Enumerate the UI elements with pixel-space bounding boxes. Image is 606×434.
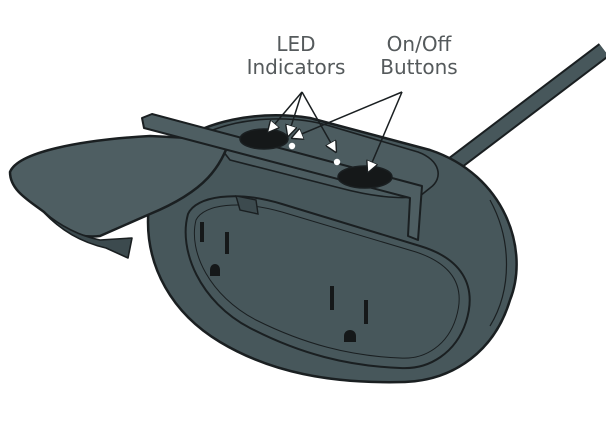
led-label-line1: LED: [276, 32, 316, 56]
cord: [424, 43, 606, 189]
outlet-socket: [330, 286, 368, 342]
leader-arrow: [268, 91, 403, 172]
buttons-label-line2: Buttons: [380, 55, 458, 79]
outlet-socket: [200, 222, 229, 276]
on-off-buttons-label: On/Off Buttons: [367, 33, 471, 79]
led-indicator: [288, 142, 296, 150]
led-indicators-label: LED Indicators: [236, 33, 356, 79]
led-indicator: [333, 158, 341, 166]
on-off-button[interactable]: [337, 165, 393, 189]
buttons-label-line1: On/Off: [386, 32, 452, 56]
hinged-cover: [8, 113, 423, 259]
outlet-face: [184, 195, 471, 370]
on-off-button[interactable]: [239, 128, 289, 150]
led-label-line2: Indicators: [246, 55, 346, 79]
